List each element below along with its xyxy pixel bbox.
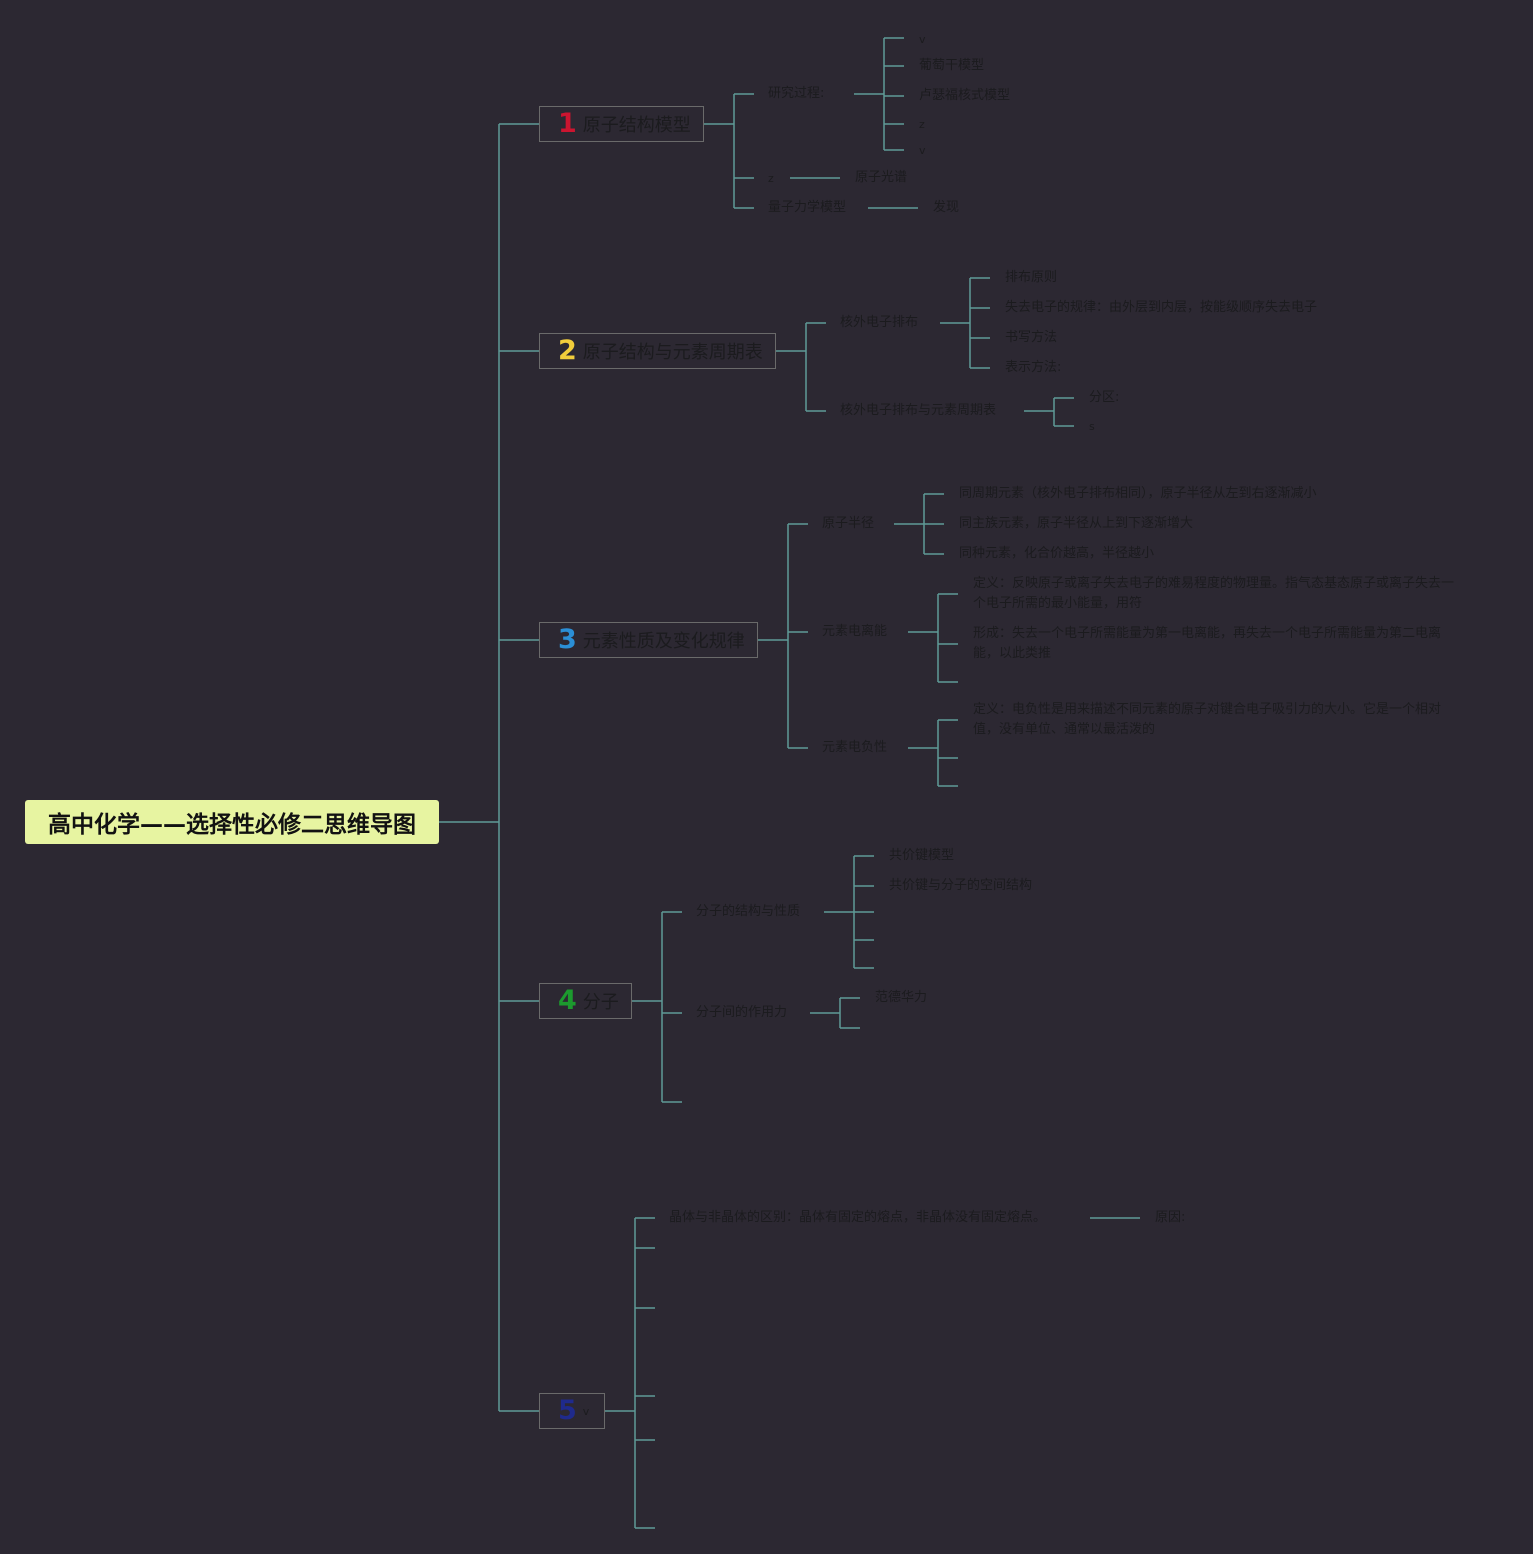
node-research[interactable]: 研究过程: <box>768 86 825 101</box>
node-radius[interactable]: 原子半径 <box>822 516 875 531</box>
node-structure-item[interactable]: 共价键模型 <box>889 848 955 863</box>
node-ionization-item[interactable]: 定义：反映原子或离子失去电子的难易程度的物理量。指气态基态原子或离子失去一个电子… <box>973 576 1455 611</box>
topic-2-label: 原子结构与元素周期表 <box>582 342 763 363</box>
node-reason[interactable]: 原因: <box>1155 1210 1186 1225</box>
topic-5-label: v <box>582 1404 590 1418</box>
topic-5-node[interactable]: 5 v <box>539 1393 605 1429</box>
node-structure-item[interactable]: 共价键与分子的空间结构 <box>889 878 1033 893</box>
topic-3-number: 3 <box>558 624 577 655</box>
topic-4-number: 4 <box>558 985 577 1016</box>
node-research-item[interactable]: v <box>919 33 926 46</box>
node-molecule-structure[interactable]: 分子的结构与性质 <box>696 904 801 919</box>
topic-4-node[interactable]: 4 分子 <box>539 983 632 1019</box>
topic-2-node[interactable]: 2 原子结构与元素周期表 <box>539 333 776 369</box>
node-research-item[interactable]: z <box>919 118 925 131</box>
topic-5-number: 5 <box>558 1395 577 1426</box>
node-discover[interactable]: 发现 <box>933 200 960 215</box>
topic-1-node[interactable]: 1 原子结构模型 <box>539 106 704 142</box>
node-electroneg-item[interactable]: 定义：电负性是用来描述不同元素的原子对键合电子吸引力的大小。它是一个相对值，没有… <box>973 702 1442 737</box>
node-config-item[interactable]: 失去电子的规律：由外层到内层，按能级顺序失去电子 <box>1005 300 1318 315</box>
node-z[interactable]: z <box>768 172 774 185</box>
node-ionization-item[interactable]: 形成：失去一个电子所需能量为第一电离能，再失去一个电子所需能量为第二电离能，以此… <box>973 626 1442 661</box>
node-research-item[interactable]: 卢瑟福核式模型 <box>919 88 1011 103</box>
node-force-item[interactable]: 范德华力 <box>875 990 928 1005</box>
topic-1-label: 原子结构模型 <box>582 115 691 136</box>
node-crystal-difference[interactable]: 晶体与非晶体的区别：晶体有固定的熔点，非晶体没有固定熔点。 <box>669 1210 1047 1225</box>
topic-1-number: 1 <box>558 108 577 139</box>
node-intermolecular-force[interactable]: 分子间的作用力 <box>696 1005 788 1020</box>
node-radius-item[interactable]: 同周期元素（核外电子排布相同），原子半径从左到右逐渐减小 <box>959 486 1317 501</box>
topic-3-label: 元素性质及变化规律 <box>582 631 745 652</box>
node-quantum[interactable]: 量子力学模型 <box>768 200 847 215</box>
root-node[interactable]: 高中化学——选择性必修二思维导图 <box>25 800 439 844</box>
topic-4-label: 分子 <box>582 992 619 1013</box>
node-electron-config[interactable]: 核外电子排布 <box>840 315 919 330</box>
node-config-item[interactable]: 排布原则 <box>1005 270 1058 285</box>
node-config-item[interactable]: 书写方法 <box>1005 330 1058 345</box>
node-config-item[interactable]: 表示方法: <box>1005 360 1062 375</box>
topic-3-node[interactable]: 3 元素性质及变化规律 <box>539 622 758 658</box>
node-ionization[interactable]: 元素电离能 <box>822 624 888 639</box>
node-table-item[interactable]: 分区: <box>1089 390 1120 405</box>
node-electronegativity[interactable]: 元素电负性 <box>822 740 888 755</box>
node-radius-item[interactable]: 同主族元素，原子半径从上到下逐渐增大 <box>959 516 1194 531</box>
node-spectrum[interactable]: 原子光谱 <box>855 170 908 185</box>
node-table-item[interactable]: s <box>1089 420 1095 433</box>
topic-2-number: 2 <box>558 335 577 366</box>
node-research-item[interactable]: v <box>919 144 926 157</box>
node-radius-item[interactable]: 同种元素，化合价越高，半径越小 <box>959 546 1155 561</box>
node-config-table[interactable]: 核外电子排布与元素周期表 <box>840 403 997 418</box>
node-research-item[interactable]: 葡萄干模型 <box>919 58 985 73</box>
